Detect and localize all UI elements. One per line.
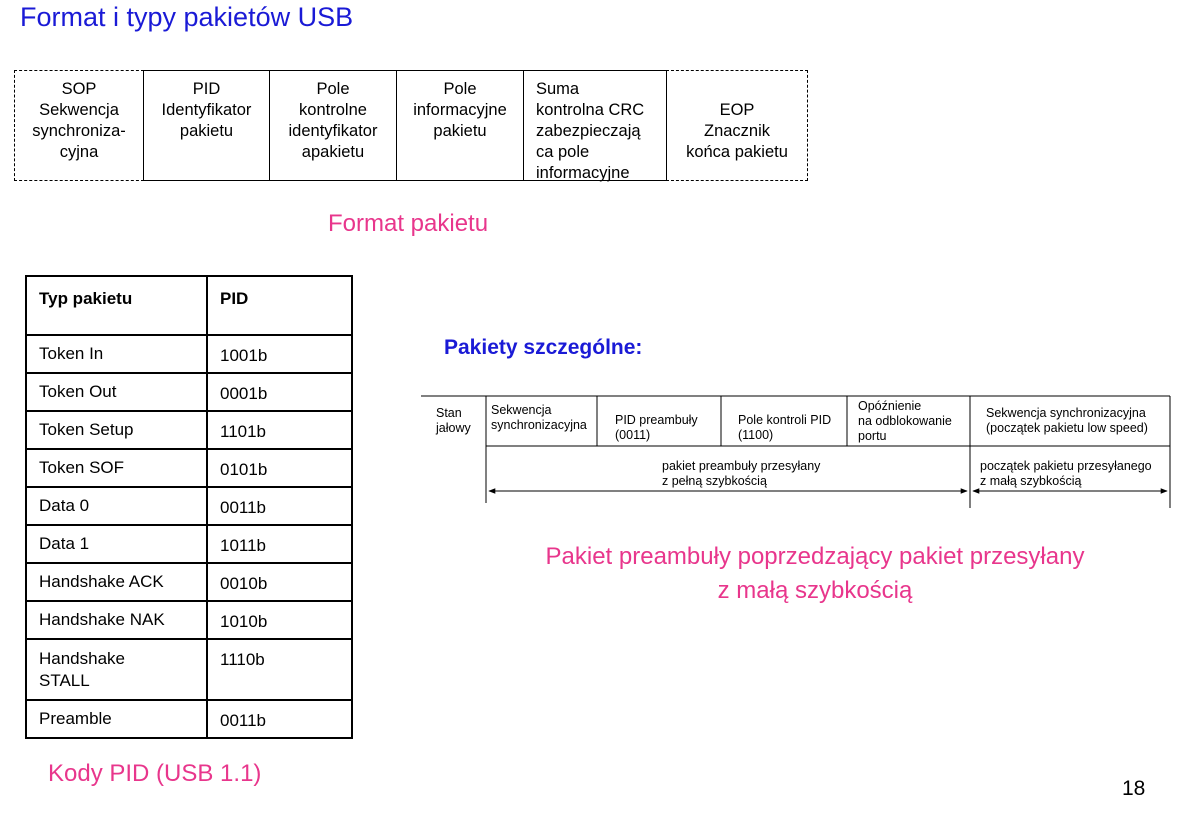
packet-type-cell: Token Out xyxy=(25,372,208,412)
format-field-eop: EOP Znacznik końca pakietu xyxy=(666,70,808,181)
pid-table: Typ pakietu PID Token In 1001b Token Out… xyxy=(25,275,353,739)
special-field-idle: Stan jałowy xyxy=(436,406,471,436)
table-header-row: Typ pakietu PID xyxy=(25,275,353,336)
format-field-line: EOP xyxy=(719,101,755,119)
table-row: Token SOF 0101b xyxy=(25,448,353,488)
format-field-line: pakietu xyxy=(179,122,234,140)
special-field-line: (0011) xyxy=(615,428,651,442)
special-field-line: (początek pakietu low speed) xyxy=(986,421,1148,435)
format-field-line: Pole xyxy=(316,80,350,98)
special-field-line: Sekwencja xyxy=(491,403,552,417)
table-row: Token In 1001b xyxy=(25,334,353,374)
format-field-line: Pole xyxy=(443,80,477,98)
packet-type-cell: Preamble xyxy=(25,699,208,739)
special-field-line: (1100) xyxy=(738,428,774,442)
span-label-line: początek pakietu przesyłanego xyxy=(980,459,1152,473)
table-row: Preamble 0011b xyxy=(25,699,353,739)
special-field-line: jałowy xyxy=(436,421,471,435)
format-field-line: zabezpieczają xyxy=(536,122,641,140)
special-field-line: portu xyxy=(858,429,887,443)
pid-table-caption: Kody PID (USB 1.1) xyxy=(48,760,262,787)
preamble-caption: Pakiet preambuły poprzedzający pakiet pr… xyxy=(470,540,1160,608)
special-field-line: Stan xyxy=(436,406,462,420)
format-field-line: synchroniza- xyxy=(32,122,126,140)
packet-type-cell: Token In xyxy=(25,334,208,374)
pid-code-cell: 1010b xyxy=(206,600,353,640)
format-field-line: pakietu xyxy=(433,122,487,140)
preamble-caption-line: z małą szybkością xyxy=(717,577,913,604)
special-field-line: na odblokowanie xyxy=(858,414,952,428)
table-row: Handshake STALL 1110b xyxy=(25,638,353,701)
packet-type-cell: Handshake NAK xyxy=(25,600,208,640)
packet-type-cell: Token Setup xyxy=(25,410,208,450)
special-field-port-delay: Opóźnienie na odblokowanie portu xyxy=(858,399,952,444)
packet-type-cell: Token SOF xyxy=(25,448,208,488)
format-field-control: Pole kontrolne identyfikator apakietu xyxy=(269,70,397,181)
pid-code-cell: 0001b xyxy=(206,372,353,412)
table-header-cell: Typ pakietu xyxy=(25,275,208,336)
format-field-data: Pole informacyjne pakietu xyxy=(396,70,524,181)
pid-code-cell: 0010b xyxy=(206,562,353,602)
format-field-line: kontrolne xyxy=(299,101,367,119)
special-field-line: synchronizacyjna xyxy=(491,418,587,432)
special-field-pid-check: Pole kontroli PID (1100) xyxy=(738,413,831,443)
pid-code-cell: 1110b xyxy=(206,638,353,701)
table-row: Handshake NAK 1010b xyxy=(25,600,353,640)
pid-code-cell: 1001b xyxy=(206,334,353,374)
special-field-pre-pid: PID preambuły (0011) xyxy=(615,413,698,443)
packet-type-cell: Handshake ACK xyxy=(25,562,208,602)
packet-type-cell: Data 0 xyxy=(25,486,208,526)
format-field-sop: SOP Sekwencja synchroniza- cyjna xyxy=(14,70,144,181)
format-field-line: Suma xyxy=(536,80,580,98)
format-field-line: końca pakietu xyxy=(686,143,788,161)
format-field-line: PID xyxy=(192,80,221,98)
special-field-line: Opóźnienie xyxy=(858,399,922,413)
table-header-cell: PID xyxy=(206,275,353,336)
format-field-line: Znacznik xyxy=(703,122,771,140)
table-row: Handshake ACK 0010b xyxy=(25,562,353,602)
special-field-line: PID preambuły xyxy=(615,413,698,427)
format-field-line: informacyjne xyxy=(536,164,630,182)
format-field-line: identyfikator xyxy=(288,122,378,140)
packet-type-cell: Handshake STALL xyxy=(25,638,208,701)
table-row: Token Out 0001b xyxy=(25,372,353,412)
format-field-line: kontrolna CRC xyxy=(536,101,645,119)
pid-code-cell: 0011b xyxy=(206,699,353,739)
special-field-line: Pole kontroli PID xyxy=(738,413,832,427)
special-field-line: Sekwencja synchronizacyjna xyxy=(986,406,1146,420)
format-field-crc: Suma kontrolna CRC zabezpieczają ca pole… xyxy=(523,70,667,182)
format-field-line: informacyjne xyxy=(413,101,507,119)
format-field-line: Sekwencja xyxy=(39,101,119,119)
special-field-lowspeed-sync: Sekwencja synchronizacyjna (początek pak… xyxy=(986,406,1148,436)
span-label-full-speed: pakiet preambuły przesyłany z pełną szyb… xyxy=(662,459,820,489)
preamble-caption-line: Pakiet preambuły poprzedzający pakiet pr… xyxy=(545,543,1085,570)
table-row: Data 1 1011b xyxy=(25,524,353,564)
span-label-low-speed: początek pakietu przesyłanego z małą szy… xyxy=(980,459,1152,489)
table-row: Data 0 0011b xyxy=(25,486,353,526)
pid-code-cell: 1101b xyxy=(206,410,353,450)
format-caption: Format pakietu xyxy=(328,210,489,237)
pid-code-cell: 1011b xyxy=(206,524,353,564)
special-packets-title: Pakiety szczególne: xyxy=(444,336,643,359)
pid-code-cell: 0101b xyxy=(206,448,353,488)
format-field-line: apakietu xyxy=(301,143,365,161)
format-field-line: ca pole xyxy=(536,143,590,161)
table-row: Token Setup 1101b xyxy=(25,410,353,450)
special-field-sync: Sekwencja synchronizacyjna xyxy=(491,403,587,433)
pid-code-cell: 0011b xyxy=(206,486,353,526)
span-label-line: z pełną szybkością xyxy=(662,474,767,488)
format-field-line: Identyfikator xyxy=(161,101,252,119)
page-title: Format i typy pakietów USB xyxy=(20,2,354,32)
packet-type-cell: Data 1 xyxy=(25,524,208,564)
span-label-line: z małą szybkością xyxy=(980,474,1082,488)
format-field-line: cyjna xyxy=(59,143,99,161)
format-field-pid: PID Identyfikator pakietu xyxy=(143,70,270,181)
page-number: 18 xyxy=(1122,777,1146,800)
format-field-line: SOP xyxy=(61,80,97,98)
span-label-line: pakiet preambuły przesyłany xyxy=(662,459,821,473)
